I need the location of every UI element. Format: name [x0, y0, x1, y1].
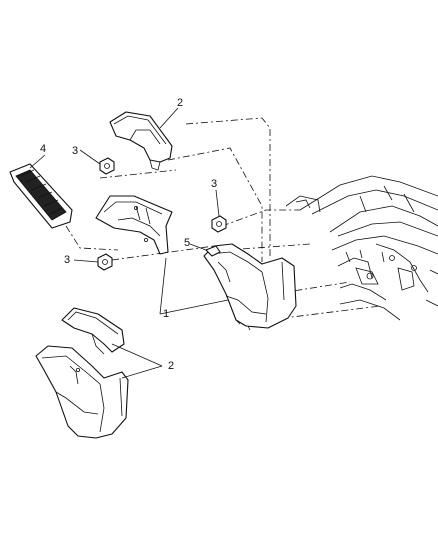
nut-part-3-lower	[97, 253, 113, 271]
callout-2-bottom: 2	[168, 360, 175, 372]
nut-part-3-right	[211, 215, 227, 233]
callout-4: 4	[40, 143, 47, 155]
lower-housing-part-2-bottom	[35, 345, 129, 439]
callout-5: 5	[184, 237, 191, 249]
duct-housing-part-1-upper	[95, 195, 173, 255]
nut-part-3-upper	[99, 157, 115, 175]
clip-part-5	[205, 245, 221, 257]
callout-3-upper: 3	[72, 145, 79, 157]
upper-duct-part-2-top	[109, 111, 173, 171]
vehicle-body-structure	[285, 175, 438, 321]
callout-3-right: 3	[211, 178, 218, 190]
leader-lines	[29, 107, 229, 379]
callout-1: 1	[163, 308, 170, 320]
filter-element-part-4	[9, 163, 73, 229]
callout-2-top: 2	[177, 97, 184, 109]
housing-part-1-installed	[203, 243, 297, 331]
callout-3-lower: 3	[64, 254, 71, 266]
upper-duct-part-2-bottom	[61, 307, 125, 355]
